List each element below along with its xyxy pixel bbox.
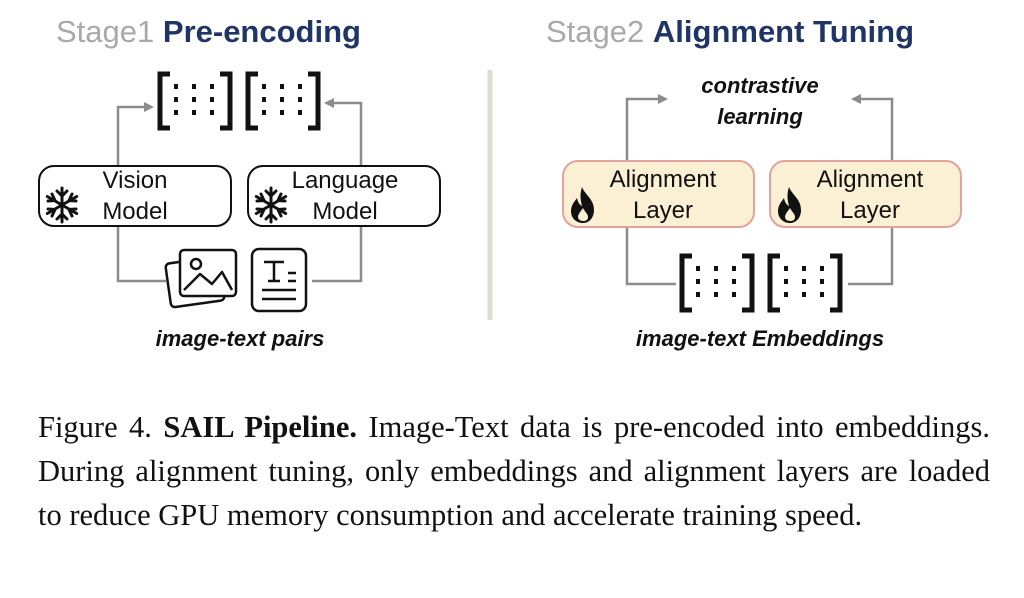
figure-caption: Figure 4. SAIL Pipeline. Image-Text data… <box>38 405 990 537</box>
embedding-matrix-icon <box>245 71 321 131</box>
figure-number: Figure 4. <box>38 410 152 444</box>
stage1-prefix: Stage1 <box>56 14 155 49</box>
contrastive-learning-label: contrastive learning <box>701 73 819 129</box>
figure-title: SAIL Pipeline. <box>163 410 357 444</box>
alignment-layer-right-label: Alignment Layer <box>816 166 924 224</box>
language-model-label: Language Model <box>291 167 399 225</box>
stage1-title: Stage1 Pre-encoding <box>56 14 361 50</box>
flame-icon <box>778 187 801 223</box>
language-model-box: Language Model <box>247 165 441 227</box>
embedding-matrix-icon <box>767 253 843 313</box>
figure-caption-body: Image-Text data is pre-encoded into embe… <box>38 410 991 532</box>
document-icon <box>250 247 308 313</box>
snowflake-icon <box>45 186 79 224</box>
image-text-pairs-label: image-text pairs <box>155 326 325 351</box>
embedding-matrix-icon <box>679 253 755 313</box>
flame-icon <box>571 187 594 223</box>
snowflake-icon <box>254 186 288 224</box>
image-text-embeddings-label: image-text Embeddings <box>635 326 885 351</box>
vision-model-label: Vision Model <box>102 167 168 225</box>
image-icon <box>164 248 238 309</box>
stage2-title: Stage2 Alignment Tuning <box>546 14 914 50</box>
alignment-layer-left-label: Alignment Layer <box>609 166 717 224</box>
stage2-arrows <box>625 94 894 286</box>
vision-model-box: Vision Model <box>38 165 232 227</box>
stage2-name: Alignment Tuning <box>652 14 915 49</box>
embedding-matrix-icon <box>157 71 233 131</box>
stage1-arrows <box>116 98 363 283</box>
alignment-layer-left-box: Alignment Layer <box>562 160 755 228</box>
stage1-name: Pre-encoding <box>162 14 361 49</box>
stage2-prefix: Stage2 <box>546 14 645 49</box>
alignment-layer-right-box: Alignment Layer <box>769 160 962 228</box>
